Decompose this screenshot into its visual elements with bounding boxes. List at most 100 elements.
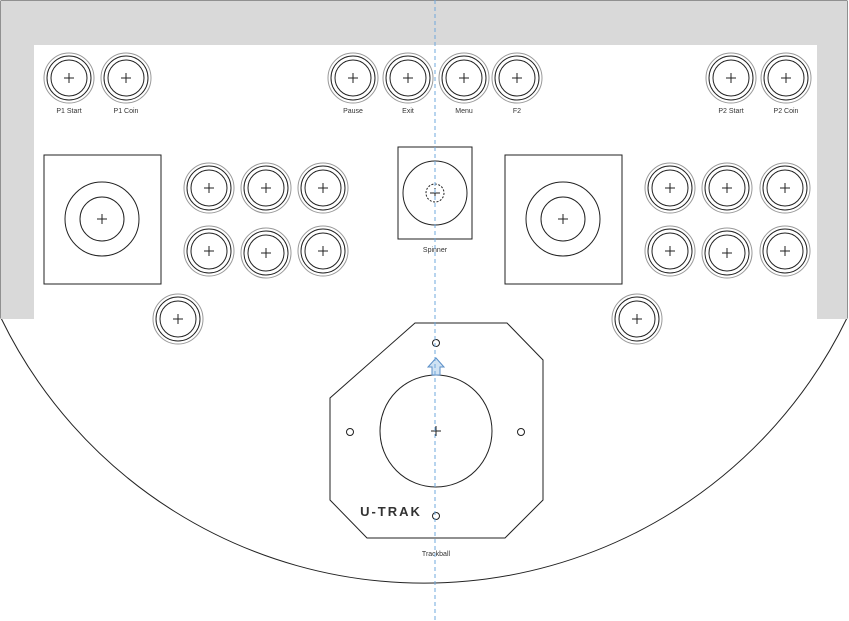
p1-start-label: P1 Start — [56, 108, 81, 115]
button-cap — [708, 169, 746, 207]
button-cap — [304, 169, 342, 207]
button-cap — [708, 234, 746, 272]
trackball-label: Trackball — [422, 551, 451, 558]
p2-coin-button: P2 Coin — [760, 52, 812, 115]
button-bezel — [243, 230, 289, 276]
button-cap — [651, 169, 689, 207]
crosshair-icon — [780, 183, 790, 193]
trackball: U-TRAK Trackball — [329, 322, 544, 558]
menu-button: Menu — [438, 52, 490, 115]
crosshair-icon — [97, 214, 107, 224]
p1-action-4-button — [183, 225, 235, 277]
button-bezel — [186, 228, 232, 274]
joystick-p2 — [504, 154, 623, 285]
button-bezel — [300, 228, 346, 274]
exit-label: Exit — [402, 108, 414, 115]
panel-outline — [0, 0, 848, 584]
button-bezel — [704, 165, 750, 211]
p2-action-2-button — [701, 162, 753, 214]
joystick-inner-ring-p2 — [540, 196, 586, 242]
p2-start-button: P2 Start — [705, 52, 757, 115]
button-bezel — [46, 55, 92, 101]
crosshair-icon — [261, 183, 271, 193]
mount-hole-top — [432, 339, 440, 347]
crosshair-icon — [459, 73, 469, 83]
p2-action-4-button — [644, 225, 696, 277]
p1-extra-button — [152, 293, 204, 345]
crosshair-icon — [726, 73, 736, 83]
joystick-outer-ring-p1 — [64, 181, 140, 257]
button-bezel — [762, 165, 808, 211]
up-arrow-icon — [426, 357, 446, 376]
p2-action-1-button — [644, 162, 696, 214]
button-bezel — [300, 165, 346, 211]
button-cap — [498, 59, 536, 97]
p2-extra-button — [611, 293, 663, 345]
button-cap — [445, 59, 483, 97]
crosshair-icon — [665, 246, 675, 256]
button-bezel — [763, 55, 809, 101]
crosshair-icon — [64, 73, 74, 83]
crosshair-icon — [431, 426, 441, 436]
button-bezel — [762, 228, 808, 274]
crosshair-icon — [558, 214, 568, 224]
crosshair-icon — [261, 248, 271, 258]
crosshair-icon — [632, 314, 642, 324]
button-bezel — [647, 228, 693, 274]
p2-action-5-button — [701, 227, 753, 279]
button-cap — [159, 300, 197, 338]
button-cap — [618, 300, 656, 338]
joystick-outer-ring-p2 — [525, 181, 601, 257]
joystick-mount-p2 — [504, 154, 623, 285]
p1-action-1-button — [183, 162, 235, 214]
crosshair-icon — [781, 73, 791, 83]
spinner-label: Spinner — [423, 247, 448, 254]
button-bezel — [155, 296, 201, 342]
crosshair-icon — [121, 73, 131, 83]
button-bezel — [704, 230, 750, 276]
p1-start-button: P1 Start — [43, 52, 95, 115]
crosshair-icon — [204, 183, 214, 193]
p1-coin-button: P1 Coin — [100, 52, 152, 115]
button-cap — [107, 59, 145, 97]
trackball-logo: U-TRAK — [360, 504, 422, 519]
button-bezel — [494, 55, 540, 101]
joystick-mount-p1 — [43, 154, 162, 285]
button-cap — [766, 169, 804, 207]
button-cap — [389, 59, 427, 97]
button-bezel — [708, 55, 754, 101]
button-cap — [304, 232, 342, 270]
pause-button: Pause — [327, 52, 379, 115]
crosshair-icon — [173, 314, 183, 324]
crosshair-icon — [403, 73, 413, 83]
crosshair-icon — [512, 73, 522, 83]
p2-action-6-button — [759, 225, 811, 277]
panel-border-band — [1, 1, 847, 319]
button-cap — [190, 232, 228, 270]
button-cap — [50, 59, 88, 97]
joystick-p1 — [43, 154, 162, 285]
button-cap — [766, 232, 804, 270]
button-bezel — [385, 55, 431, 101]
crosshair-icon — [318, 183, 328, 193]
crosshair-icon — [722, 248, 732, 258]
mount-hole-right — [517, 428, 525, 436]
button-bezel — [614, 296, 660, 342]
button-bezel — [330, 55, 376, 101]
crosshair-icon — [780, 246, 790, 256]
p1-coin-label: P1 Coin — [114, 108, 139, 115]
p1-action-5-button — [240, 227, 292, 279]
crosshair-icon — [348, 73, 358, 83]
p2-action-3-button — [759, 162, 811, 214]
button-cap — [190, 169, 228, 207]
crosshair-icon — [665, 183, 675, 193]
button-bezel — [186, 165, 232, 211]
button-cap — [247, 234, 285, 272]
p1-action-3-button — [297, 162, 349, 214]
button-bezel — [441, 55, 487, 101]
button-cap — [767, 59, 805, 97]
mount-hole-bottom — [432, 512, 440, 520]
